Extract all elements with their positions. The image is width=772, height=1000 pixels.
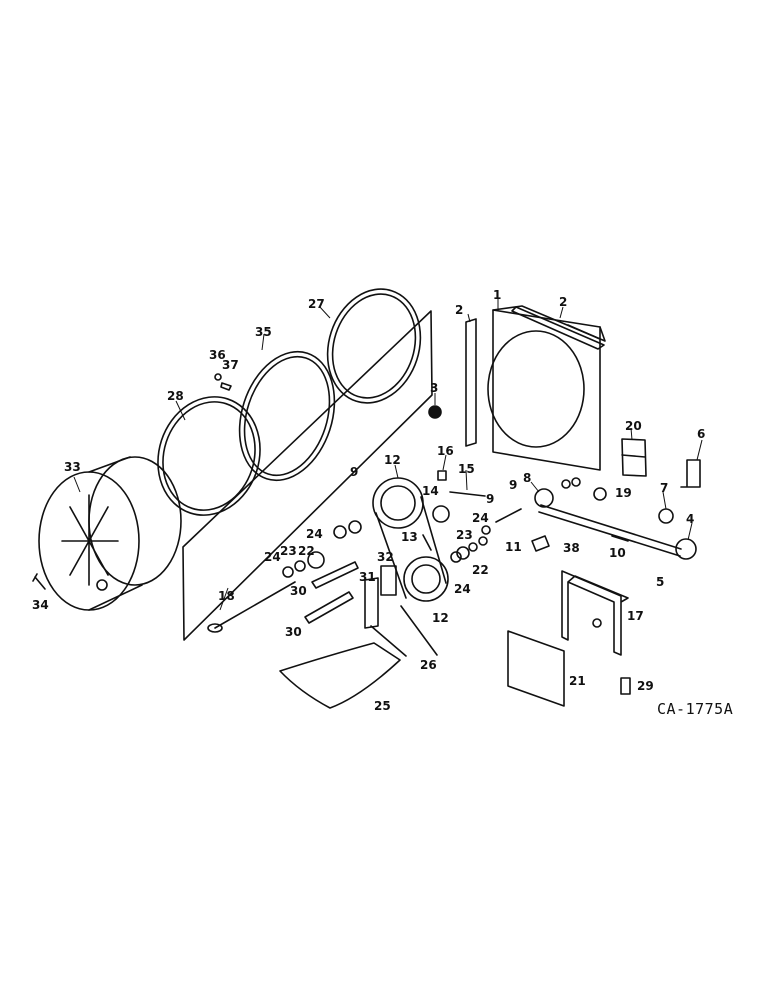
callout-24-lower-left: 24 xyxy=(264,550,281,564)
callout-17: 17 xyxy=(627,609,644,623)
callout-21: 21 xyxy=(569,674,586,688)
callout-12-bottom: 12 xyxy=(432,611,449,625)
pin-34 xyxy=(32,573,46,590)
strap-30-upper xyxy=(311,561,359,589)
callout-32: 32 xyxy=(377,550,394,564)
callout-1: 1 xyxy=(493,288,501,302)
callout-15: 15 xyxy=(458,462,475,476)
bracket-20 xyxy=(621,438,647,477)
bracket-31 xyxy=(364,577,379,629)
callout-26: 26 xyxy=(420,658,437,672)
callout-13: 13 xyxy=(401,530,418,544)
strip-2-left xyxy=(465,318,477,447)
strap-30-lower xyxy=(304,591,354,624)
callout-6: 6 xyxy=(697,427,705,441)
callout-12-top: 12 xyxy=(384,453,401,467)
callout-9-left: 9 xyxy=(350,465,358,479)
belt-drive xyxy=(372,470,486,602)
leader-lines xyxy=(73,299,703,611)
frame-17 xyxy=(561,570,629,656)
callout-8: 8 xyxy=(523,471,531,485)
callout-34: 34 xyxy=(32,598,49,612)
strip-2-top xyxy=(511,306,605,350)
callout-37: 37 xyxy=(222,358,239,372)
callout-23-left: 23 xyxy=(280,544,297,558)
hub-19 xyxy=(593,487,607,501)
callout-11: 11 xyxy=(505,540,522,554)
callout-10: 10 xyxy=(609,546,626,560)
bearing-stack xyxy=(282,520,491,578)
bracket-6 xyxy=(680,459,701,488)
callout-2-right: 2 xyxy=(559,295,567,309)
backing-plate xyxy=(182,310,433,641)
brace-26 xyxy=(370,605,438,657)
callout-16: 16 xyxy=(437,444,454,458)
washer-37 xyxy=(220,382,232,391)
disc-18 xyxy=(207,623,223,633)
callout-9-right: 9 xyxy=(509,478,517,492)
callout-30-upper: 30 xyxy=(290,584,307,598)
callout-25: 25 xyxy=(374,699,391,713)
callout-7: 7 xyxy=(660,481,668,495)
callout-22-left: 22 xyxy=(298,544,315,558)
callout-36: 36 xyxy=(209,348,226,362)
callout-2-left: 2 xyxy=(455,303,463,317)
callout-23-right: 23 xyxy=(456,528,473,542)
plug-3 xyxy=(428,405,442,419)
callout-9-mid: 9 xyxy=(486,492,494,506)
callout-30-lower: 30 xyxy=(285,625,302,639)
sprocket-7 xyxy=(658,508,674,524)
fan-housing-1 xyxy=(487,305,606,471)
ring-27 xyxy=(326,288,422,404)
plate-29 xyxy=(620,677,631,695)
callout-28: 28 xyxy=(167,389,184,403)
bearing-38 xyxy=(531,535,550,552)
callout-24-bottom: 24 xyxy=(454,582,471,596)
chute-25 xyxy=(279,642,401,709)
frame-17-hole xyxy=(592,618,602,628)
callout-27: 27 xyxy=(308,297,325,311)
callout-18: 18 xyxy=(218,589,235,603)
shaft-11 xyxy=(495,508,522,523)
cover-21 xyxy=(507,630,565,707)
callout-38: 38 xyxy=(563,541,580,555)
drawing-code: CA-1775A xyxy=(657,700,734,718)
drive-shaft xyxy=(534,477,697,560)
callout-4: 4 xyxy=(686,512,694,526)
callout-24-upper-left: 24 xyxy=(306,527,323,541)
callout-14: 14 xyxy=(422,484,439,498)
callout-33: 33 xyxy=(64,460,81,474)
callout-31: 31 xyxy=(359,570,376,584)
drum-33 xyxy=(38,456,182,611)
shaft-18 xyxy=(214,581,296,629)
callout-24-center: 24 xyxy=(472,511,489,525)
callout-22-right: 22 xyxy=(472,563,489,577)
callout-20: 20 xyxy=(625,419,642,433)
callout-35: 35 xyxy=(255,325,272,339)
callout-labels: 1 2 2 3 4 5 6 7 8 9 9 9 10 11 12 12 13 1… xyxy=(32,288,705,713)
ring-35 xyxy=(238,350,336,482)
callout-19: 19 xyxy=(615,486,632,500)
callout-29: 29 xyxy=(637,679,654,693)
nut-36 xyxy=(214,373,222,381)
callout-5: 5 xyxy=(656,575,664,589)
bracket-32 xyxy=(380,565,397,596)
ring-28 xyxy=(157,396,261,516)
callout-3: 3 xyxy=(430,381,438,395)
